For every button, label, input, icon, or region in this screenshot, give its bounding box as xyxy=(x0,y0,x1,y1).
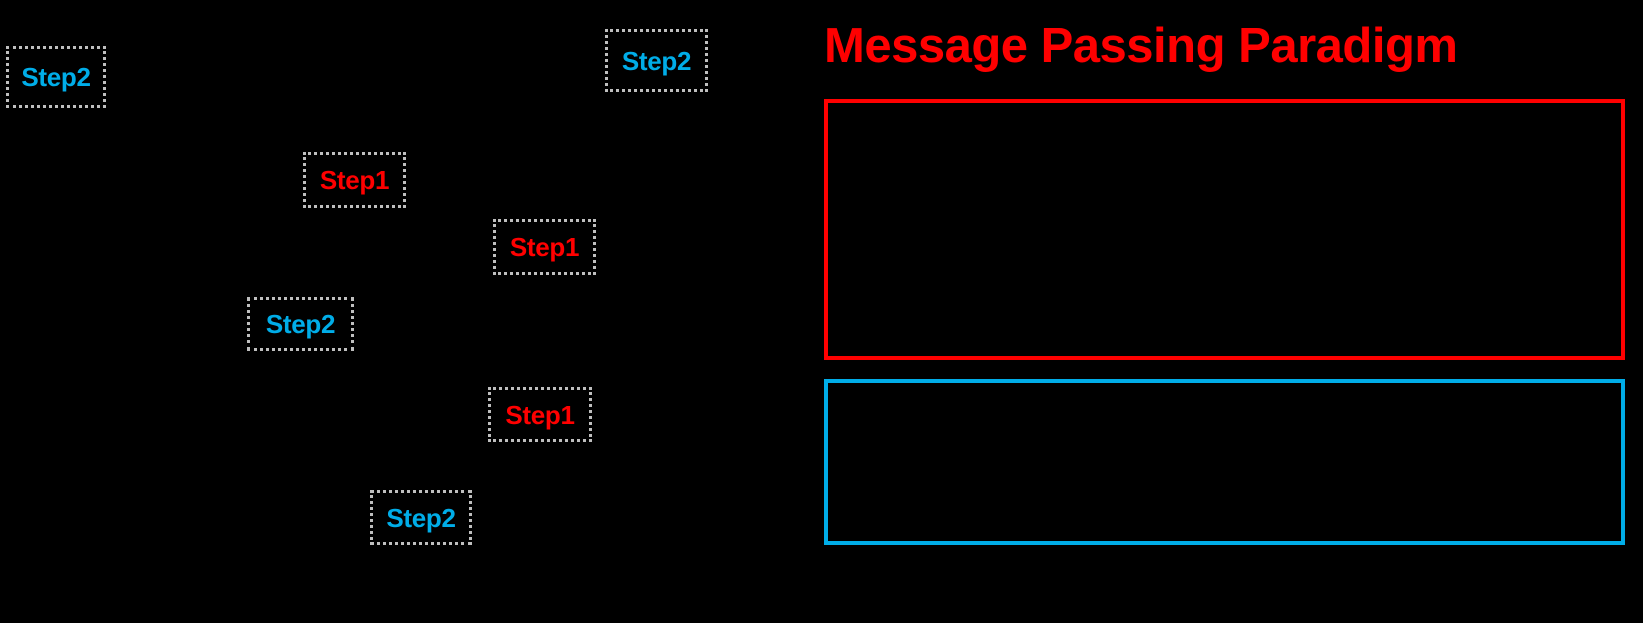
step-chip-step2[interactable]: Step2 xyxy=(370,490,472,545)
red-content-panel-body xyxy=(828,103,1621,356)
cyan-content-panel[interactable] xyxy=(824,379,1625,545)
red-content-panel[interactable] xyxy=(824,99,1625,360)
step-chip-step1[interactable]: Step1 xyxy=(303,152,406,208)
step-chip-step2[interactable]: Step2 xyxy=(247,297,354,351)
step-chip-step1[interactable]: Step1 xyxy=(493,219,596,275)
step-chip-label: Step2 xyxy=(386,502,456,533)
step-chip-label: Step2 xyxy=(621,45,692,76)
step-chip-label: Step2 xyxy=(265,309,336,339)
step-chip-step2[interactable]: Step2 xyxy=(605,29,708,92)
step-chip-step2[interactable]: Step2 xyxy=(6,46,106,108)
step-chip-step1[interactable]: Step1 xyxy=(488,387,592,442)
page-title: Message Passing Paradigm xyxy=(824,19,1458,73)
step-chip-label: Step2 xyxy=(21,62,91,92)
cyan-content-panel-body xyxy=(828,383,1621,541)
step-chip-label: Step1 xyxy=(505,399,575,430)
step-chip-label: Step1 xyxy=(509,232,580,262)
step-chip-label: Step1 xyxy=(319,165,390,195)
